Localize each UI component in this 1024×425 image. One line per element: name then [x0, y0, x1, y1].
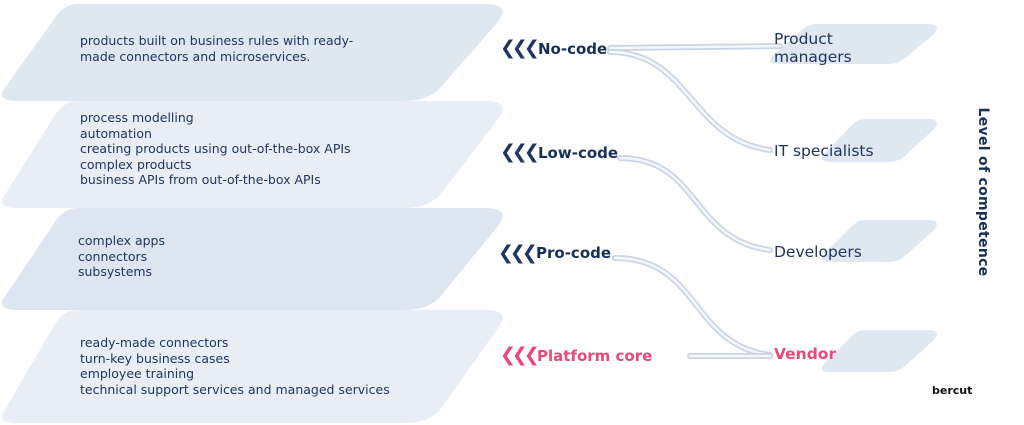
description-line: products built on business rules with re…	[80, 33, 354, 48]
panel-pro-code	[2, 208, 503, 310]
level-label-pro-code: Pro-code	[536, 244, 612, 262]
description-pro-code: complex apps connectors subsystems	[78, 233, 165, 280]
description-no-code: products built on business rules with re…	[80, 33, 353, 64]
description-line: technical support services and managed s…	[80, 381, 390, 397]
connector-no-code-it-specialists-inner	[608, 50, 772, 152]
description-line: creating products using out-of-the-box A…	[80, 141, 351, 156]
brand-logo: bercut	[932, 384, 973, 397]
description-line: complex apps	[78, 233, 165, 248]
role-it-specialists: IT specialists	[774, 142, 874, 160]
role-panel-product-managers	[769, 24, 937, 64]
connector-no-code-product-managers-inner	[608, 44, 782, 50]
description-line: automation	[80, 125, 152, 141]
description-line: process modelling	[80, 110, 194, 125]
description-line: complex products	[80, 156, 192, 172]
role-line: managers	[774, 48, 852, 66]
chevron-left-icon: ❮❮❮	[500, 344, 540, 366]
role-developers: Developers	[774, 243, 862, 261]
role-panel-developers	[821, 220, 937, 262]
description-line: connectors	[78, 248, 148, 264]
role-vendor: Vendor	[774, 345, 836, 363]
role-line: Developers	[774, 243, 862, 261]
role-panel-vendor	[821, 330, 937, 372]
description-line: made connectors and microservices.	[80, 48, 311, 64]
connector-no-code-it-specialists	[607, 49, 773, 153]
chevron-left-icon: ❮❮❮	[498, 242, 538, 264]
description-low-code: process modelling automation creating pr…	[80, 110, 351, 188]
role-line: IT specialists	[774, 142, 874, 160]
description-line: turn-key business cases	[80, 350, 230, 366]
description-platform-core: ready-made connectors turn-key business …	[80, 335, 390, 397]
role-panel-it-specialists	[821, 119, 937, 162]
chevron-left-icon: ❮❮❮	[500, 141, 540, 163]
level-label-platform-core: Platform core	[537, 347, 653, 365]
connector-low-code-developers	[617, 155, 773, 253]
panel-platform-core	[2, 310, 503, 423]
role-line: Vendor	[774, 345, 837, 363]
description-line: business APIs from out-of-the-box APIs	[80, 172, 321, 187]
side-label-level-of-competence: Level of competence	[975, 107, 991, 277]
description-line: ready-made connectors	[80, 335, 229, 350]
role-line: Product	[774, 30, 833, 48]
description-line: employee training	[80, 366, 195, 381]
level-label-no-code: No-code	[538, 40, 608, 58]
chevron-left-icon: ❮❮❮	[500, 37, 540, 59]
role-product-managers: Product managers	[774, 30, 852, 66]
panel-low-code	[2, 101, 503, 208]
connector-low-code-developers-inner	[618, 156, 772, 252]
connector-pro-code-vendor-inner	[613, 256, 772, 357]
description-line: subsystems	[78, 264, 153, 279]
connector-pro-code-vendor	[612, 255, 773, 358]
panel-no-code	[2, 4, 503, 101]
level-label-low-code: Low-code	[538, 144, 619, 162]
